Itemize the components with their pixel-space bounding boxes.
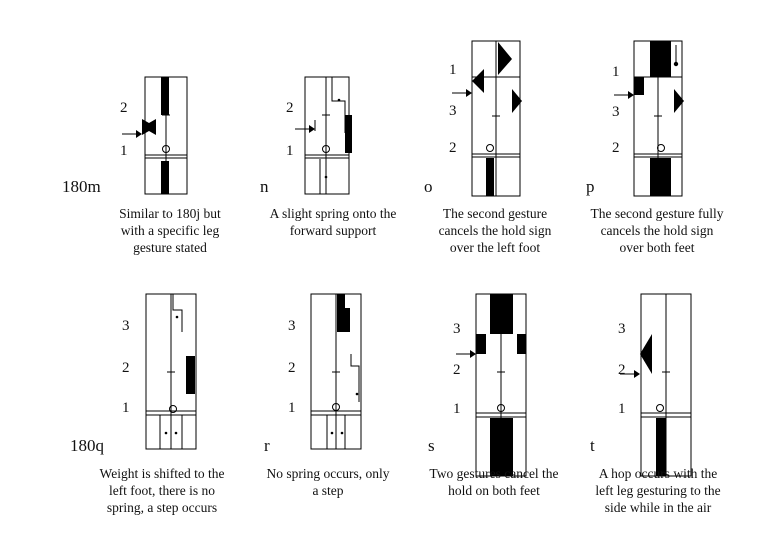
figure-label: s <box>428 436 435 455</box>
figure-label: 180q <box>70 436 104 455</box>
beat-number: 1 <box>449 62 457 78</box>
staff-r <box>310 293 362 450</box>
beat-number: 2 <box>286 100 294 116</box>
figure-label: o <box>424 177 433 196</box>
beat-number: 1 <box>453 401 461 417</box>
beat-number: 1 <box>612 64 620 80</box>
beat-number: 3 <box>618 321 626 337</box>
staff-p <box>633 40 684 197</box>
beat-number: 1 <box>618 401 626 417</box>
figure-label: 180m <box>62 177 101 196</box>
beat-number: 1 <box>286 143 294 159</box>
beat-number: 2 <box>612 140 620 156</box>
arrow-180m <box>122 130 142 138</box>
beat-number: 1 <box>288 400 296 416</box>
figure-label: t <box>590 436 595 455</box>
beat-number: 2 <box>288 360 296 376</box>
arrow-s <box>456 350 476 358</box>
beat-number: 3 <box>612 104 620 120</box>
beat-number: 3 <box>288 318 296 334</box>
figure-label: p <box>586 177 595 196</box>
staff-n <box>304 76 352 195</box>
beat-number: 3 <box>449 103 457 119</box>
beat-number: 1 <box>120 143 128 159</box>
beat-number: 2 <box>618 362 626 378</box>
beat-number: 1 <box>122 400 130 416</box>
beat-number: 2 <box>120 100 128 116</box>
arrow-n <box>295 125 315 133</box>
arrow-t <box>620 370 640 378</box>
arrow-p <box>614 91 634 99</box>
staff-180q <box>145 293 197 450</box>
beat-number: 3 <box>453 321 461 337</box>
beat-number: 2 <box>453 362 461 378</box>
beat-number: 2 <box>449 140 457 156</box>
beat-number: 2 <box>122 360 130 376</box>
staff-180m <box>142 76 188 195</box>
figure-label: r <box>264 436 270 455</box>
arrow-o <box>452 89 472 97</box>
staff-o <box>471 40 522 197</box>
beat-number: 3 <box>122 318 130 334</box>
staff-t <box>640 293 692 477</box>
figure-label: n <box>260 177 269 196</box>
staff-s <box>475 293 527 477</box>
